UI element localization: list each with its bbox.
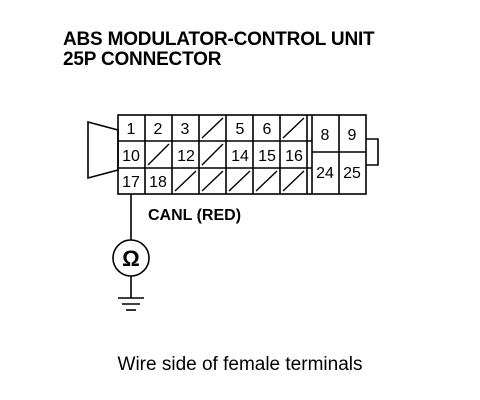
connector-left-tab: [87, 120, 119, 180]
pin-18-label: 18: [149, 174, 167, 191]
diagram-title-line-2: 25P CONNECTOR: [63, 49, 222, 70]
empty-cavity-slash: [282, 170, 305, 192]
pin-17-label: 17: [122, 174, 140, 191]
wire-label-canl: CANL (RED): [148, 207, 241, 224]
pin-3-label: 3: [181, 121, 190, 138]
pin-14-label: 14: [231, 148, 249, 165]
diagram-caption: Wire side of female terminals: [117, 354, 363, 375]
empty-cavity-slash: [282, 117, 305, 139]
pin-25-label: 25: [343, 165, 361, 182]
pin-2-label: 2: [154, 121, 163, 138]
empty-cavity-slash: [147, 143, 170, 166]
pin-5-label: 5: [236, 121, 245, 138]
pin-15-label: 15: [258, 148, 276, 165]
diagram-title-line-1: ABS MODULATOR-CONTROL UNIT: [63, 29, 375, 50]
pin-1-label: 1: [127, 121, 136, 138]
empty-cavity-slash: [201, 143, 224, 166]
empty-cavity-slash: [228, 170, 251, 192]
pin-10-label: 10: [122, 148, 140, 165]
empty-cavity-slash: [201, 170, 224, 192]
pin-24-label: 24: [316, 165, 334, 182]
empty-cavity-slash: [201, 117, 224, 139]
pin-6-label: 6: [263, 121, 272, 138]
pin-8-label: 8: [321, 127, 330, 144]
pin-12-label: 12: [177, 148, 195, 165]
connector-body: [117, 114, 367, 195]
empty-cavity-slash: [174, 170, 197, 192]
empty-cavity-slash: [255, 170, 278, 192]
pin-16-label: 16: [285, 148, 303, 165]
connector-right-tab: [366, 138, 379, 166]
ohmmeter-symbol: Ω: [122, 246, 140, 271]
pin-9-label: 9: [348, 127, 357, 144]
